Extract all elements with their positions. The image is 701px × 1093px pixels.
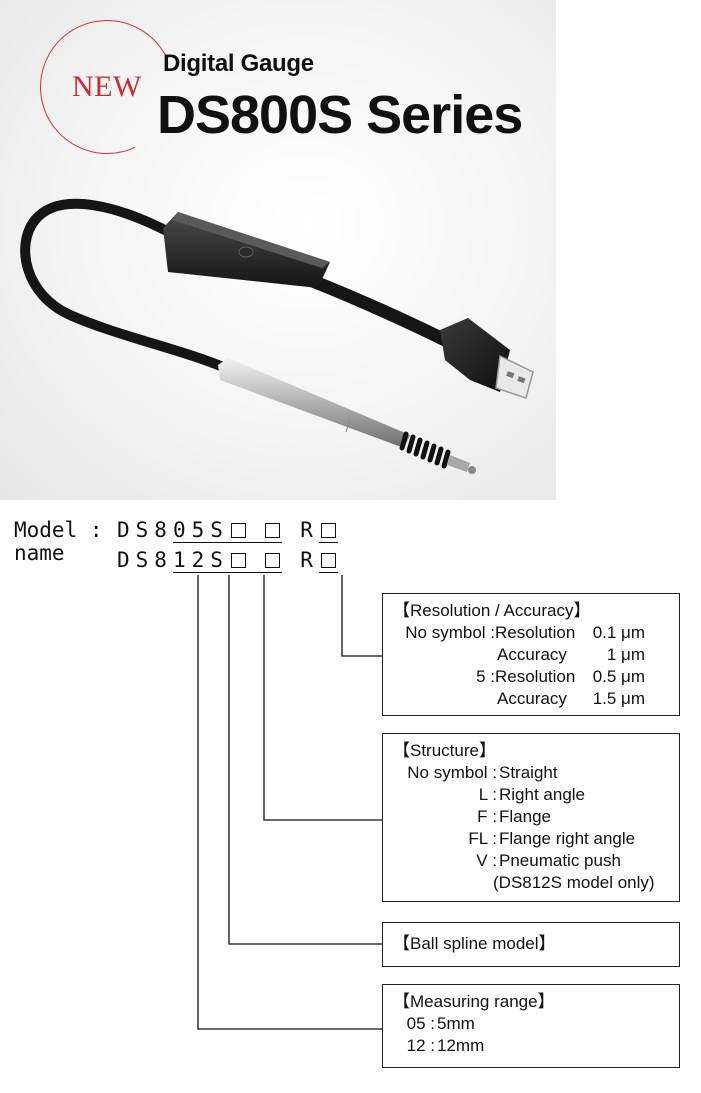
placeholder-box-icon	[320, 523, 336, 538]
product-title: DS800S Series	[157, 85, 523, 145]
measuring-value: 5mm	[437, 1014, 475, 1033]
accuracy-value: 1.5 μm	[592, 689, 645, 708]
structure-name: Pneumatic push	[499, 851, 621, 870]
ball-spline-box: 【Ball spline model】	[382, 922, 680, 967]
model-range-code: 12	[172, 548, 211, 573]
model-code-line2: DS812S R	[117, 548, 338, 573]
model-r-code: R	[300, 548, 319, 572]
resolution-title: 【Resolution / Accuracy】	[393, 601, 591, 620]
structure-name: Straight	[499, 763, 558, 782]
model-code-line1: DS805S R	[117, 518, 338, 543]
structure-box: 【Structure】 No symbol : Straight L : Rig…	[382, 733, 680, 902]
model-range-code: 05	[172, 518, 211, 543]
structure-name: Flange right angle	[499, 829, 636, 848]
hero-banner: NEW Digital Gauge DS800S Series	[0, 0, 556, 500]
resolution-accuracy-box: 【Resolution / Accuracy】 No symbol : Reso…	[382, 593, 680, 716]
structure-note: (DS812S model only)	[493, 873, 655, 892]
model-label-line2: name	[14, 541, 65, 565]
accuracy-value: 1 μm	[606, 645, 645, 664]
structure-name: Right angle	[499, 785, 586, 804]
product-subtitle: Digital Gauge	[163, 50, 314, 77]
ball-spline-title: 【Ball spline model】	[393, 934, 556, 953]
structure-code: No symbol :	[407, 763, 497, 782]
measuring-range-box: 【Measuring range】 05 : 5mm 12 : 12mm	[382, 984, 680, 1068]
structure-placeholder	[228, 518, 282, 543]
accuracy-name: Accuracy	[497, 689, 567, 708]
placeholder-box-icon	[230, 553, 246, 568]
measuring-code: 05 :	[406, 1014, 435, 1033]
measuring-value: 12mm	[437, 1036, 485, 1055]
model-s-code: S	[210, 518, 229, 543]
resolution-name: Resolution	[495, 667, 576, 686]
resolution-placeholder	[318, 518, 338, 543]
measuring-title: 【Measuring range】	[393, 992, 555, 1011]
placeholder-box-icon	[264, 553, 280, 568]
placeholder-box-icon	[264, 523, 280, 538]
resolution-value: 0.5 μm	[592, 667, 645, 686]
model-prefix: DS8	[117, 518, 173, 542]
resolution-name: Resolution	[495, 623, 576, 642]
resolution-placeholder	[318, 548, 338, 573]
resolution-value: 0.1 μm	[592, 623, 645, 642]
model-r-code: R	[300, 518, 319, 542]
new-badge: NEW	[72, 70, 142, 103]
structure-code: L :	[478, 785, 497, 804]
accuracy-name: Accuracy	[497, 645, 567, 664]
placeholder-box-icon	[320, 553, 336, 568]
resolution-code: 5 :	[476, 667, 495, 686]
structure-title: 【Structure】	[393, 741, 496, 760]
model-label-line1: Model :	[14, 518, 103, 542]
digital-gauge-product-image	[20, 198, 534, 474]
model-s-code: S	[210, 548, 229, 573]
structure-code: FL :	[468, 829, 497, 848]
placeholder-box-icon	[230, 523, 246, 538]
measuring-code: 12 :	[406, 1036, 435, 1055]
model-prefix: DS8	[117, 548, 173, 572]
structure-code: V :	[476, 851, 497, 870]
structure-placeholder	[228, 548, 282, 573]
structure-name: Flange	[499, 807, 551, 826]
structure-code: F :	[477, 807, 497, 826]
resolution-code: No symbol :	[405, 623, 495, 642]
